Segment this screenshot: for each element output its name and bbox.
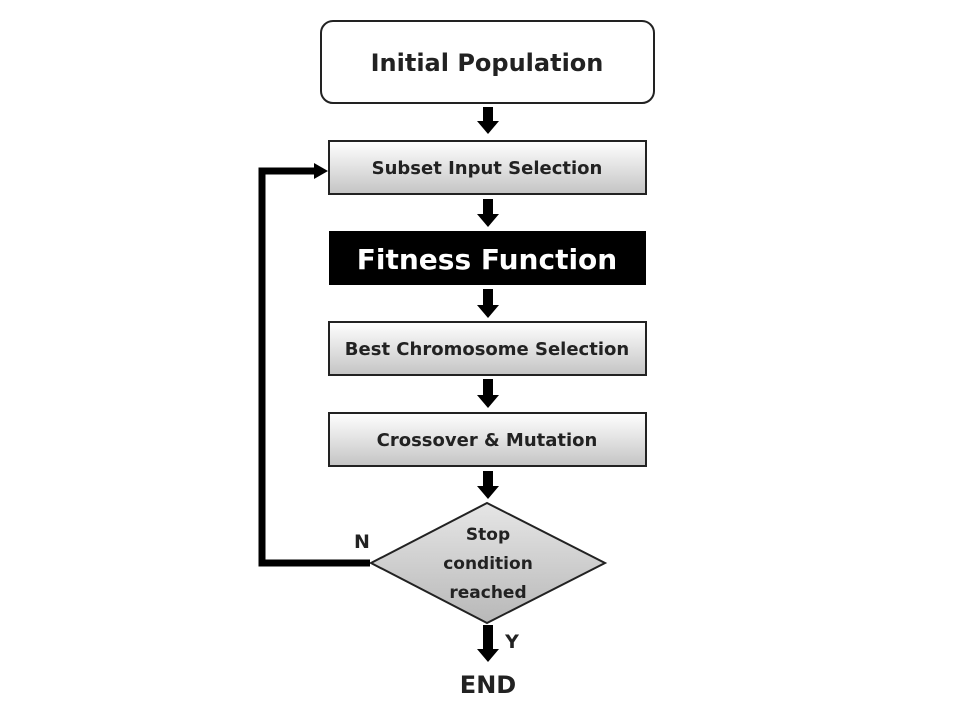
node-stop-condition-label-line-1: Stop: [466, 525, 510, 545]
node-stop-condition-diamond: [368, 501, 608, 625]
node-best-chromosome-selection: Best Chromosome Selection: [328, 321, 647, 376]
edge-label-no: N: [354, 531, 370, 553]
node-fitness-function-label: Fitness Function: [357, 243, 617, 276]
node-stop-condition-label-line-3: reached: [449, 583, 526, 603]
node-crossover-mutation: Crossover & Mutation: [328, 412, 647, 467]
arrow-crossover-to-stop: [477, 471, 499, 499]
arrow-fitness-to-best: [477, 289, 499, 318]
node-subset-input-selection-box: [328, 140, 647, 195]
node-stop-condition: Stop condition reached: [368, 501, 608, 625]
arrow-stop-to-end: [477, 625, 499, 662]
node-initial-population-label: Initial Population: [371, 49, 604, 77]
edge-label-yes: Y: [504, 631, 519, 653]
node-end-label: END: [460, 671, 516, 699]
arrow-initial-to-subset: [477, 107, 499, 134]
node-fitness-function: Fitness Function: [329, 231, 646, 285]
node-fitness-function-box: [329, 231, 646, 285]
node-subset-input-selection: Subset Input Selection: [328, 140, 647, 195]
node-best-chromosome-selection-label: Best Chromosome Selection: [345, 339, 629, 360]
arrow-loop-no-line: [258, 167, 370, 567]
node-stop-condition-label-line-2: condition: [443, 554, 533, 574]
node-crossover-mutation-label: Crossover & Mutation: [377, 430, 598, 451]
arrow-loop-no-head: [314, 163, 328, 179]
node-initial-population: Initial Population: [320, 20, 655, 104]
node-initial-population-box: [320, 20, 655, 104]
node-subset-input-selection-label: Subset Input Selection: [372, 158, 603, 179]
arrow-best-to-crossover: [477, 379, 499, 408]
arrow-subset-to-fitness: [477, 199, 499, 227]
node-crossover-mutation-box: [328, 412, 647, 467]
node-best-chromosome-selection-box: [328, 321, 647, 376]
